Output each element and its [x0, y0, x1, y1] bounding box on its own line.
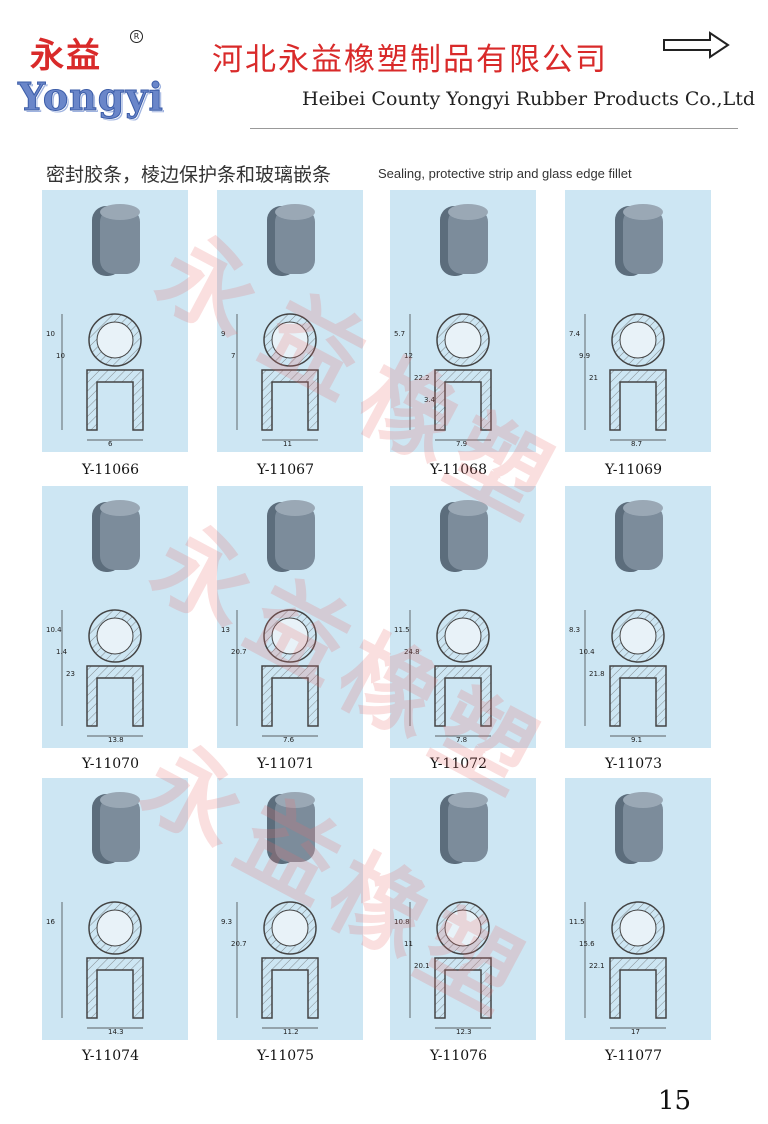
- dimension-label: 21.8: [589, 670, 605, 678]
- product-code: Y-11066: [82, 462, 139, 478]
- product-card: 16 14.3: [42, 778, 188, 1040]
- product-code: Y-11069: [605, 462, 662, 478]
- dimension-label: 20.7: [231, 648, 247, 656]
- product-code: Y-11068: [430, 462, 487, 478]
- dimension-label: 7.4: [569, 330, 581, 338]
- product-code: Y-11072: [430, 756, 487, 772]
- product-code: Y-11067: [257, 462, 314, 478]
- dimension-label: 11: [404, 940, 413, 948]
- dimension-label: 14.3: [108, 1028, 124, 1036]
- profile-drawing: [584, 204, 667, 441]
- product-code: Y-11073: [605, 756, 662, 772]
- profile-drawing: [61, 204, 144, 441]
- profile-drawing: [236, 792, 319, 1029]
- dimension-label: 13.8: [108, 736, 124, 744]
- dimension-label: 16: [46, 918, 55, 926]
- dimension-label: 7.8: [456, 736, 468, 744]
- company-name-chinese: 河北永益橡塑制品有限公司: [212, 42, 608, 78]
- dimension-label: 9.1: [631, 736, 643, 744]
- profile-drawing: [61, 792, 144, 1029]
- dimension-label: 22.1: [589, 962, 605, 970]
- profile-drawing: [236, 500, 319, 737]
- dimension-label: 1.4: [56, 648, 68, 656]
- dimension-label: 11.5: [394, 626, 410, 634]
- dimension-label: 6: [108, 440, 113, 448]
- dimension-label: 13: [221, 626, 230, 634]
- dimension-label: 20.1: [414, 962, 430, 970]
- dimension-label: 23: [66, 670, 75, 678]
- dimension-label: 24.8: [404, 648, 420, 656]
- product-card: 13 20.7 7.6: [217, 486, 363, 748]
- dimension-label: 22.2: [414, 374, 430, 382]
- product-card: 11.5 15.6 22.1 17: [565, 778, 711, 1040]
- profile-drawing: [409, 792, 492, 1029]
- profile-drawing: [61, 500, 144, 737]
- dimension-label: 5.7: [394, 330, 406, 338]
- dimension-label: 9: [221, 330, 226, 338]
- logo-chinese: 永益: [30, 36, 102, 76]
- dimension-label: 10: [56, 352, 65, 360]
- page-number: 15: [658, 1086, 692, 1116]
- dimension-label: 9.3: [221, 918, 233, 926]
- dimension-label: 12: [404, 352, 413, 360]
- product-card: 8.3 10.4 21.8 9.1: [565, 486, 711, 748]
- product-code: Y-11075: [257, 1048, 314, 1064]
- dimension-label: 10.4: [579, 648, 595, 656]
- dimension-label: 12.3: [456, 1028, 472, 1036]
- dimension-label: 3.4: [424, 396, 436, 404]
- dimension-label: 21: [589, 374, 598, 382]
- dimension-label: 15.6: [579, 940, 595, 948]
- company-name-english: Heibei County Yongyi Rubber Products Co.…: [302, 88, 755, 110]
- dimension-label: 9.9: [579, 352, 591, 360]
- dimension-label: 10.4: [46, 626, 62, 634]
- product-card: 7.4 9.9 21 8.7: [565, 190, 711, 452]
- product-card: 11.5 24.8 7.8: [390, 486, 536, 748]
- dimension-label: 7.9: [456, 440, 468, 448]
- product-code: Y-11074: [82, 1048, 139, 1064]
- profile-drawing: [409, 500, 492, 737]
- product-code: Y-11077: [605, 1048, 662, 1064]
- logo-english: Yongyi: [18, 74, 164, 120]
- section-title: 密封胶条，棱边保护条和玻璃嵌条: [46, 164, 332, 186]
- product-card: 10 10 6: [42, 190, 188, 452]
- profile-drawing: [584, 792, 667, 1029]
- arrow-right-icon: [663, 31, 730, 59]
- dimension-label: 20.7: [231, 940, 247, 948]
- dimension-label: 11: [283, 440, 292, 448]
- dimension-label: 11.2: [283, 1028, 299, 1036]
- dimension-label: 7: [231, 352, 236, 360]
- product-card: 9.3 20.7 11.2: [217, 778, 363, 1040]
- dimension-label: 7.6: [283, 736, 295, 744]
- dimension-label: 17: [631, 1028, 640, 1036]
- dimension-label: 10.8: [394, 918, 410, 926]
- dimension-label: 8.3: [569, 626, 581, 634]
- product-card: 10.4 1.4 23 13.8: [42, 486, 188, 748]
- header-divider: [250, 128, 738, 129]
- product-code: Y-11076: [430, 1048, 487, 1064]
- product-code: Y-11071: [257, 756, 314, 772]
- product-code: Y-11070: [82, 756, 139, 772]
- product-card: 9 7 11: [217, 190, 363, 452]
- registered-mark: R: [130, 30, 143, 43]
- section-subtitle: Sealing, protective strip and glass edge…: [378, 166, 632, 181]
- product-card: 5.7 12 22.2 3.4 7.9: [390, 190, 536, 452]
- dimension-label: 10: [46, 330, 55, 338]
- product-card: 10.8 11 20.1 12.3: [390, 778, 536, 1040]
- profile-drawing: [236, 204, 319, 441]
- profile-drawing: [584, 500, 667, 737]
- dimension-label: 11.5: [569, 918, 585, 926]
- dimension-label: 8.7: [631, 440, 643, 448]
- profile-drawing: [409, 204, 492, 441]
